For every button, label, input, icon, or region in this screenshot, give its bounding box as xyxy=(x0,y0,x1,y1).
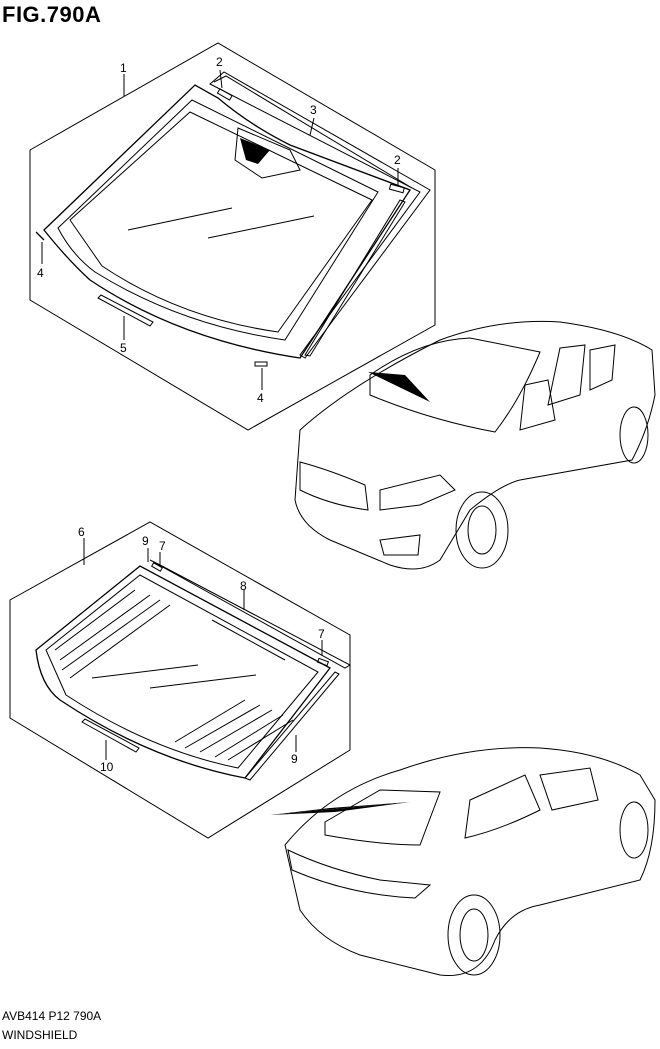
callout-2-top: 2 xyxy=(216,55,223,69)
rear-window-group xyxy=(9,521,352,839)
callout-6: 6 xyxy=(78,525,85,539)
front-windshield-group xyxy=(29,42,436,431)
callout-5: 5 xyxy=(120,341,127,355)
callout-2-right: 2 xyxy=(394,153,401,167)
front-windshield-glass xyxy=(43,84,411,359)
callout-4-left: 4 xyxy=(37,266,44,280)
callout-7-top: 7 xyxy=(159,539,166,553)
callout-10: 10 xyxy=(100,760,114,774)
callout-9-right: 9 xyxy=(291,752,298,766)
rear-group-outline xyxy=(9,521,351,839)
callout-1: 1 xyxy=(120,61,127,75)
front-car-illustration xyxy=(294,320,656,570)
callout-4-bottom: 4 xyxy=(257,391,264,405)
callout-9-top: 9 xyxy=(142,534,149,548)
figure-title: FIG.790A xyxy=(2,2,102,27)
defrost-lines xyxy=(54,589,294,761)
footer-name: WINDSHIELD xyxy=(2,1028,78,1042)
front-group-outline xyxy=(29,42,436,431)
callout-7-right: 7 xyxy=(318,627,325,641)
callout-3: 3 xyxy=(310,103,317,117)
rear-car-illustration xyxy=(270,747,656,977)
callout-8: 8 xyxy=(240,579,247,593)
footer-code: AVB414 P12 790A xyxy=(2,1009,102,1023)
